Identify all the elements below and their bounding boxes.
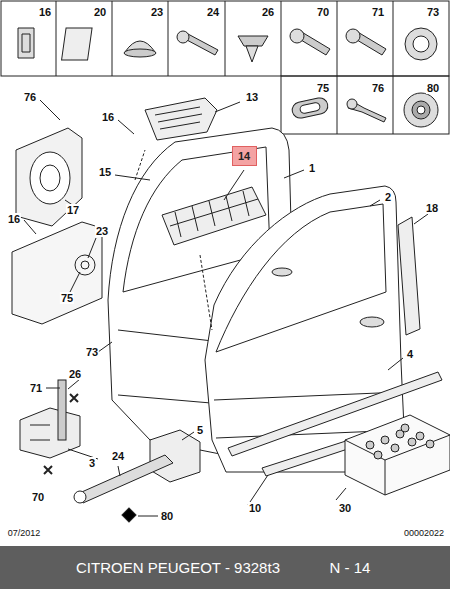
callout-number: 75 <box>316 82 330 94</box>
callout-number: 4 <box>406 348 414 360</box>
callout-number: 2 <box>384 191 392 203</box>
callout-number: 20 <box>93 6 107 18</box>
callout-number: 71 <box>371 6 385 18</box>
callout-number: 16 <box>38 6 52 18</box>
callout-number: 15 <box>98 166 112 178</box>
callout-number: 80 <box>160 510 174 522</box>
callout-number: 73 <box>85 346 99 358</box>
callout-number: 24 <box>111 450 125 462</box>
callout-number: 16 <box>101 111 115 123</box>
callout-number: 5 <box>196 424 204 436</box>
callout-number: 10 <box>248 502 262 514</box>
callout-number: 26 <box>261 6 275 18</box>
callout-number: 73 <box>426 6 440 18</box>
callout-number: 14 <box>238 150 251 162</box>
callout-number: 13 <box>245 91 259 103</box>
callout-number: 76 <box>23 91 37 103</box>
callout-number: 17 <box>66 204 80 216</box>
date-code: 00002022 <box>403 527 445 539</box>
callout-number: 30 <box>338 502 352 514</box>
footer-bar <box>0 546 450 589</box>
footer-text: N - 14 <box>329 559 372 577</box>
callout-number: 76 <box>371 82 385 94</box>
callout-number: 70 <box>31 491 45 503</box>
footer-text: CITROEN PEUGEOT - 9328t3 <box>75 559 281 577</box>
callout-number: 26 <box>68 368 82 380</box>
highlighted-callout: 14 <box>232 146 257 166</box>
date-code: 07/2012 <box>7 527 42 539</box>
callout-number: 75 <box>60 292 74 304</box>
callout-number: 3 <box>88 457 96 469</box>
callout-number: 70 <box>316 6 330 18</box>
callout-number: 24 <box>206 6 220 18</box>
callout-number: 18 <box>425 202 439 214</box>
callout-number: 23 <box>150 6 164 18</box>
callout-number: 16 <box>7 213 21 225</box>
callout-number: 71 <box>29 382 43 394</box>
callout-number: 80 <box>426 82 440 94</box>
callout-number: 1 <box>308 162 316 174</box>
parts-grid <box>1 1 449 76</box>
callout-number: 23 <box>95 225 109 237</box>
